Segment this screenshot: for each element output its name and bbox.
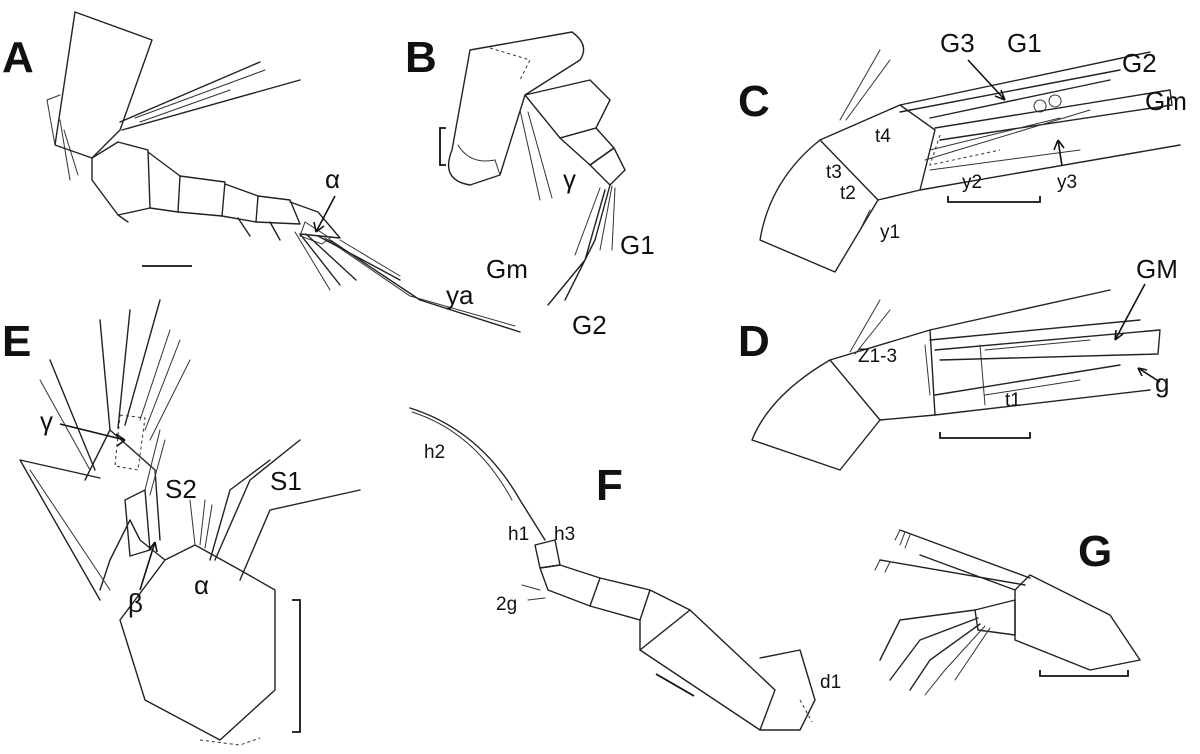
label-e-alpha: α [194, 570, 209, 600]
label-c-g3: G3 [940, 28, 975, 58]
label-a-alpha: α [325, 164, 340, 194]
label-e-s1: S1 [270, 466, 302, 496]
label-b-g1: G1 [620, 230, 655, 260]
panel-f: F h2 h1 h3 2g d1 [409, 407, 841, 731]
scale-bar-d [939, 432, 1031, 439]
label-b-gamma: γ [563, 164, 576, 194]
label-f-h1: h1 [508, 524, 529, 545]
label-d-gm: GM [1136, 254, 1178, 284]
label-a-ya: ya [446, 280, 474, 310]
label-d-z13: Z1-3 [858, 346, 897, 367]
label-c-y1: y1 [880, 222, 900, 243]
label-b-g2: G2 [572, 310, 607, 340]
label-c-y3: y3 [1057, 172, 1077, 193]
scale-bar-f [655, 673, 695, 697]
label-d-g: g [1155, 368, 1169, 398]
panel-letter-f: F [596, 461, 623, 510]
arrow-c-g3 [967, 59, 1006, 101]
panel-e: E γ S2 S1 β α [2, 299, 361, 746]
label-c-g1: G1 [1007, 28, 1042, 58]
panel-b-drawing [447, 31, 626, 306]
panel-letter-d: D [738, 317, 770, 366]
arrow-c-y3 [1053, 139, 1065, 167]
arrow-a-alpha [313, 195, 336, 233]
scale-bar-g [1039, 670, 1129, 677]
label-e-beta: β [128, 588, 143, 618]
label-b-gm: Gm [486, 254, 528, 284]
arrow-d-gm [1114, 283, 1146, 341]
scale-bar-c [947, 196, 1041, 203]
arrow-d-g [1137, 367, 1161, 383]
label-f-h3: h3 [554, 524, 575, 545]
panel-letter-g: G [1078, 527, 1112, 576]
label-c-t2: t2 [840, 183, 856, 204]
panel-a: A α ya [2, 11, 521, 333]
panel-c-drawing [759, 49, 1181, 273]
panel-e-drawing [19, 299, 361, 746]
label-e-s2: S2 [165, 474, 197, 504]
panel-letter-b: B [405, 33, 437, 82]
panel-letter-a: A [2, 33, 34, 82]
panel-letter-e: E [2, 317, 31, 366]
panel-d-drawing [751, 289, 1161, 471]
label-c-g2: G2 [1122, 48, 1157, 78]
panel-f-drawing [409, 407, 816, 731]
label-c-gm: Gm [1145, 86, 1187, 116]
panel-g: G [874, 527, 1141, 696]
panel-d: D GM Z1-3 g t1 [738, 254, 1178, 471]
arrow-e-gamma [59, 423, 126, 447]
scale-bar-e [292, 599, 301, 733]
label-c-t3: t3 [826, 162, 842, 183]
panel-g-drawing [874, 529, 1141, 696]
label-f-h2: h2 [424, 442, 445, 463]
panel-b: B γ G1 Gm G2 [405, 31, 655, 340]
panel-a-drawing [46, 11, 521, 333]
arrow-e-beta [139, 541, 158, 591]
label-d-t1: t1 [1005, 390, 1021, 411]
label-c-y2: y2 [962, 172, 982, 193]
label-c-t4: t4 [875, 126, 891, 147]
label-f-d1: d1 [820, 672, 841, 693]
panel-letter-c: C [738, 77, 770, 126]
panel-c: C G3 G1 G2 Gm t4 t3 t2 y1 y2 y3 [738, 28, 1187, 273]
label-e-gamma: γ [40, 406, 53, 436]
scale-bar-b [439, 127, 446, 166]
label-f-2g: 2g [496, 594, 517, 615]
